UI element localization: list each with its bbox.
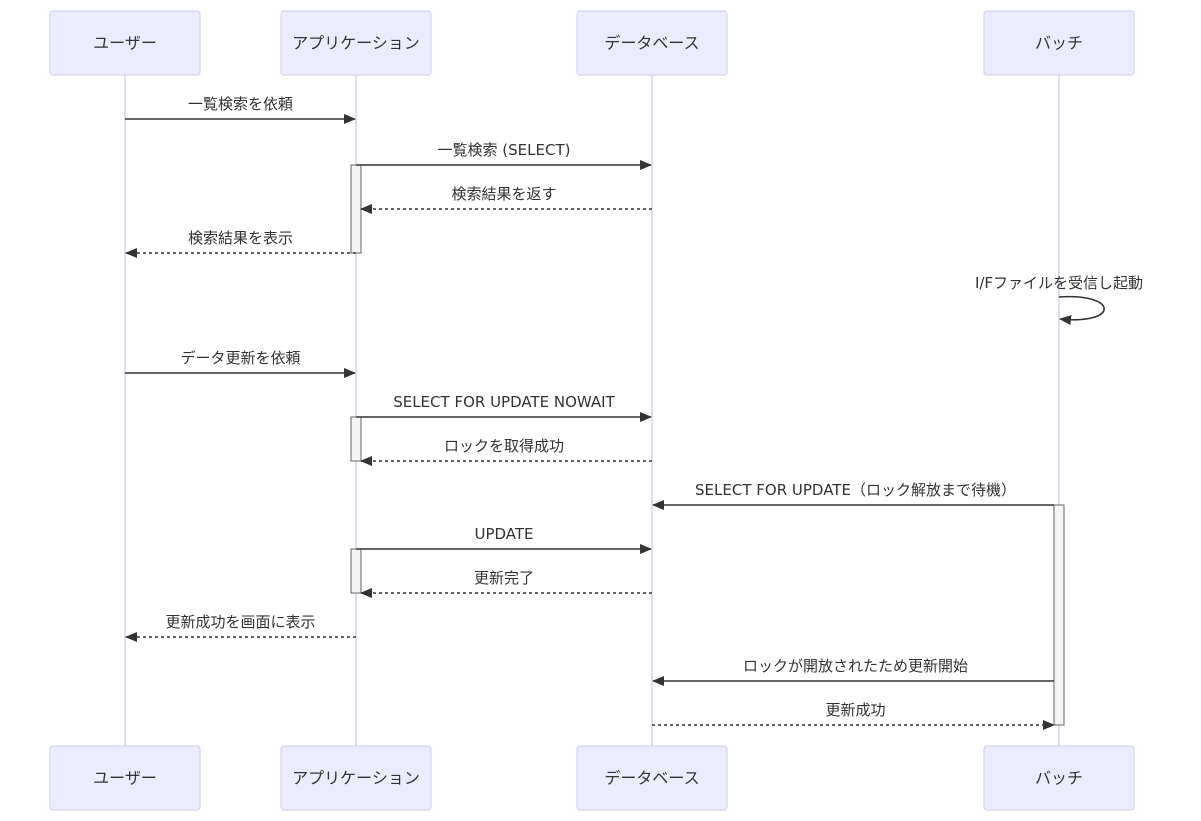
actor-label: データベース bbox=[604, 34, 699, 53]
message-3: 検索結果を返す bbox=[360, 185, 652, 214]
message-label: データ更新を依頼 bbox=[180, 349, 300, 367]
message-2: 一覧検索 (SELECT) bbox=[356, 141, 652, 170]
message-label: SELECT FOR UPDATE NOWAIT bbox=[393, 393, 615, 411]
actor-app-top: アプリケーション bbox=[280, 10, 432, 76]
message-label: 検索結果を表示 bbox=[188, 229, 293, 247]
actor-user-bottom: ユーザー bbox=[49, 745, 201, 811]
actor-box bbox=[983, 745, 1135, 811]
message-label: ロックが開放されたため更新開始 bbox=[743, 657, 968, 675]
message-label: 一覧検索を依頼 bbox=[188, 95, 293, 113]
actor-label: バッチ bbox=[1035, 34, 1083, 53]
actor-label: アプリケーション bbox=[292, 769, 420, 788]
actor-box bbox=[280, 10, 432, 76]
actor-db-top: データベース bbox=[576, 10, 728, 76]
actor-box bbox=[280, 745, 432, 811]
message-label: 検索結果を返す bbox=[451, 185, 556, 203]
actor-label: アプリケーション bbox=[292, 34, 420, 53]
actor-batch-top: バッチ bbox=[983, 10, 1135, 76]
message-label: SELECT FOR UPDATE（ロック解放まで待機） bbox=[695, 481, 1016, 499]
actor-box bbox=[49, 10, 201, 76]
message-arrow bbox=[1058, 295, 1105, 326]
actor-label: データベース bbox=[604, 769, 699, 788]
actor-box bbox=[49, 745, 201, 811]
actor-box bbox=[983, 10, 1135, 76]
actor-label: ユーザー bbox=[93, 34, 157, 53]
actor-app-bottom: アプリケーション bbox=[280, 745, 432, 811]
message-4: 検索結果を表示 bbox=[125, 229, 356, 258]
message-label: ロックを取得成功 bbox=[444, 437, 564, 455]
message-8: ロックを取得成功 bbox=[360, 437, 652, 466]
message-1: 一覧検索を依頼 bbox=[125, 95, 356, 124]
message-11: 更新完了 bbox=[360, 569, 652, 598]
actor-user-top: ユーザー bbox=[49, 10, 201, 76]
message-7: SELECT FOR UPDATE NOWAIT bbox=[356, 393, 652, 422]
activation-bar-app bbox=[350, 164, 362, 254]
actor-label: ユーザー bbox=[93, 769, 157, 788]
message-14: 更新成功 bbox=[652, 701, 1055, 730]
activation-bar-batch bbox=[1053, 504, 1065, 726]
actor-box bbox=[576, 10, 728, 76]
activation-bar-app bbox=[350, 548, 362, 594]
message-5: I/Fファイルを受信し起動 bbox=[975, 274, 1143, 326]
actor-batch-bottom: バッチ bbox=[983, 745, 1135, 811]
message-label: 一覧検索 (SELECT) bbox=[438, 141, 571, 159]
actor-box bbox=[576, 745, 728, 811]
activation-bar-app bbox=[350, 416, 362, 462]
message-12: 更新成功を画面に表示 bbox=[125, 613, 356, 642]
message-label: 更新成功を画面に表示 bbox=[165, 613, 315, 631]
message-6: データ更新を依頼 bbox=[125, 349, 356, 378]
message-label: 更新成功 bbox=[825, 701, 885, 719]
actor-label: バッチ bbox=[1035, 769, 1083, 788]
message-9: SELECT FOR UPDATE（ロック解放まで待機） bbox=[652, 481, 1054, 510]
message-label: I/Fファイルを受信し起動 bbox=[975, 274, 1143, 292]
message-label: 更新完了 bbox=[474, 569, 534, 587]
message-label: UPDATE bbox=[474, 525, 533, 543]
message-10: UPDATE bbox=[356, 525, 652, 554]
message-13: ロックが開放されたため更新開始 bbox=[652, 657, 1054, 686]
actor-db-bottom: データベース bbox=[576, 745, 728, 811]
